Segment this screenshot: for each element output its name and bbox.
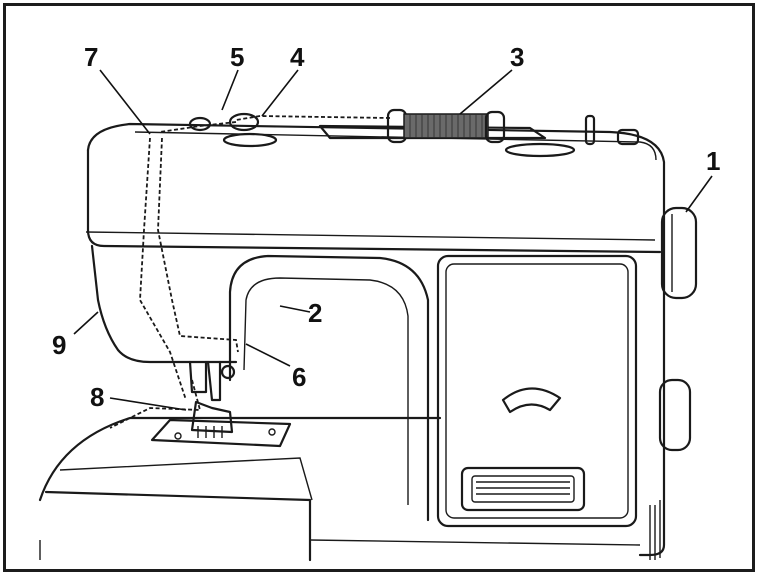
leader-3 [459, 69, 513, 115]
bobbin-stop [616, 128, 640, 146]
callout-2: 2 [308, 298, 322, 328]
figure-frame [3, 3, 755, 572]
pattern-window [501, 387, 562, 414]
presser-bar [206, 360, 222, 402]
bed-front [44, 490, 312, 562]
thread-spool-to-guide [235, 115, 391, 121]
thread-to-needle [109, 379, 202, 429]
callout-1: 1 [706, 146, 720, 176]
callout-5: 5 [230, 42, 244, 72]
handwheel-upper [660, 206, 698, 300]
left-housing [90, 244, 238, 364]
leader-1 [685, 175, 713, 213]
leader-7 [99, 69, 151, 135]
handwheel-lower [658, 378, 692, 452]
thread-guide-disc [228, 112, 260, 132]
callout-4: 4 [290, 42, 305, 72]
side-vents [649, 500, 661, 560]
bobbin-winder-pin [584, 114, 596, 146]
leader-9 [73, 311, 99, 335]
stitch-slider-track [471, 475, 575, 503]
accessory-box-line [59, 457, 313, 501]
arm-opening-inner [243, 277, 409, 505]
leader-lines [73, 69, 713, 411]
arm-opening [228, 254, 430, 522]
machine-head-outline [86, 122, 666, 557]
callout-9: 9 [52, 330, 66, 360]
bed-base-line [39, 539, 641, 560]
spool-right-flange [484, 110, 506, 144]
needle-clamp-screw [220, 364, 236, 380]
stitch-slider-frame [460, 466, 586, 512]
needle-plate [150, 418, 292, 448]
front-panel [436, 254, 638, 528]
plate-screw-right [268, 428, 276, 436]
callout-6: 6 [292, 362, 306, 392]
thread-guide-to-tension [159, 121, 237, 133]
machine-body [38, 122, 698, 562]
presser-foot [190, 400, 234, 434]
feed-dogs [197, 426, 223, 438]
callouts: 1 2 3 4 5 6 7 8 9 [52, 42, 720, 412]
spool-thread-lines [409, 114, 483, 138]
free-arm-bed [38, 416, 442, 502]
callout-3: 3 [510, 42, 524, 72]
head-lower-edge [85, 231, 656, 241]
leader-4 [261, 69, 299, 117]
leader-2 [279, 305, 311, 313]
thread-takeup-down-right [157, 137, 239, 353]
leader-8 [109, 397, 187, 411]
top-surface-line [134, 131, 657, 161]
callout-7: 7 [84, 42, 98, 72]
head-front-face [86, 148, 662, 254]
front-panel-inner [445, 263, 629, 519]
bobbin-winder-base [504, 142, 576, 158]
plate-screw-left [174, 432, 182, 440]
leader-6 [245, 343, 291, 367]
leader-5 [221, 69, 239, 111]
thread-guide-base [222, 132, 278, 148]
thread-takeup-down-left [139, 137, 187, 401]
thread-path [109, 115, 391, 429]
needle-area [188, 360, 236, 438]
needle-bar [188, 360, 208, 394]
callout-8: 8 [90, 382, 104, 412]
